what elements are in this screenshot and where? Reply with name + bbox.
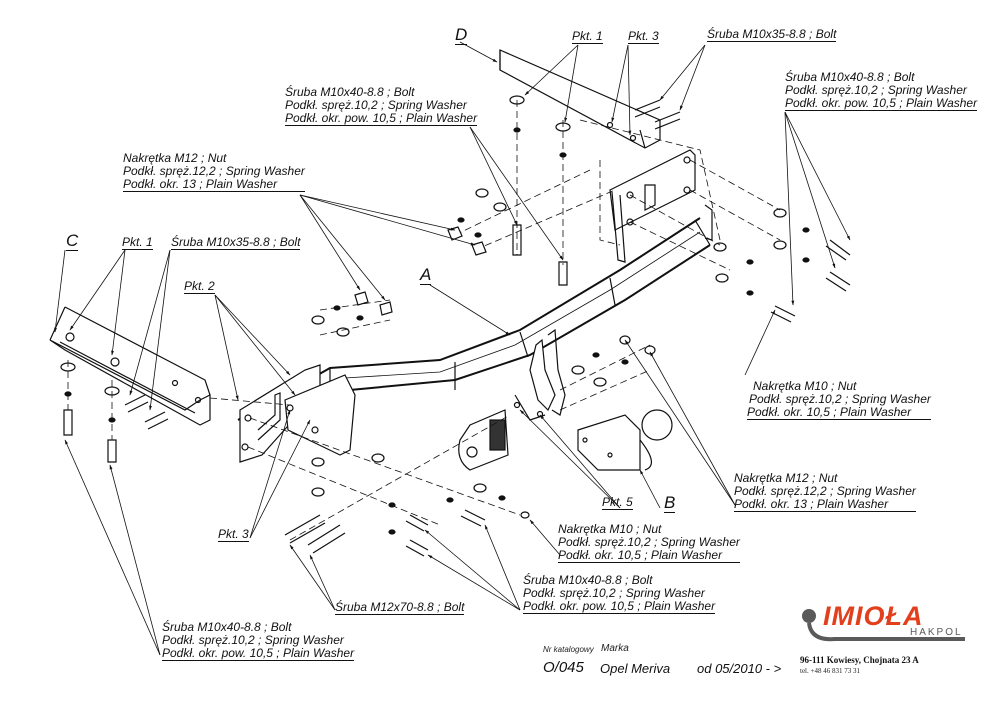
catalog-number: O/045 bbox=[543, 659, 584, 676]
callout-left-bolt-m10x35: Śruba M10x35-8.8 ; Bolt bbox=[171, 235, 301, 250]
point-label-pkt2: Pkt. 2 bbox=[184, 279, 215, 294]
fasteners bbox=[60, 95, 851, 557]
logo-subtitle: HAKPOL bbox=[910, 627, 963, 638]
company-logo: IMIOŁA HAKPOL bbox=[795, 601, 970, 648]
catalog-number-label: Nr katalogowy bbox=[543, 645, 594, 654]
part-label-b: B bbox=[664, 493, 676, 513]
point-label-pkt1-left: Pkt. 1 bbox=[122, 235, 153, 250]
callout-bottom-bolt-m10x40: Śruba M10x40-8.8 ; Bolt Podkł. spręż.10,… bbox=[523, 573, 716, 614]
assembly-axis-lines bbox=[67, 100, 781, 541]
company-address: 96-111 Kowiesy, Chojnata 23 A bbox=[800, 655, 919, 665]
leader-lines bbox=[54, 41, 851, 656]
tow-hook-logo-icon bbox=[802, 609, 965, 642]
vehicle-model: Opel Meriva bbox=[600, 661, 671, 676]
electrical-socket-plate bbox=[458, 409, 509, 471]
callout-bottom-left-bolt-m10x40: Śruba M10x40-8.8 ; Bolt Podkł. spręż.10,… bbox=[162, 620, 355, 661]
production-years: od 05/2010 - > bbox=[697, 661, 782, 676]
callout-bottom-nut-m10: Nakrętka M10 ; Nut Podkł. spręż.10,2 ; S… bbox=[558, 522, 740, 563]
callout-left-nut-m12: Nakrętka M12 ; Nut Podkł. spręż.12,2 ; S… bbox=[123, 151, 305, 192]
socket-bracket bbox=[513, 328, 566, 421]
callout-right-nut-m10: Nakrętka M10 ; Nut Podkł. spręż.10,2 ; S… bbox=[747, 379, 931, 420]
right-mounting-plate bbox=[609, 149, 713, 263]
point-label-pkt5: Pkt. 5 bbox=[602, 495, 633, 510]
left-mounting-plate bbox=[239, 364, 356, 463]
part-label-a: A bbox=[420, 265, 432, 285]
point-label-pkt3-bottom: Pkt. 3 bbox=[218, 527, 249, 542]
callout-top-bolt-m10x35: Śruba M10x35-8.8 ; Bolt bbox=[707, 27, 837, 42]
bracket-c bbox=[49, 306, 211, 426]
tow-ball-b bbox=[577, 409, 673, 471]
logo-wordmark: IMIOŁA bbox=[823, 601, 924, 631]
company-phone: tel. +48 46 831 73 31 bbox=[800, 667, 860, 675]
callout-top-bolt-m10x40: Śruba M10x40-8.8 ; Bolt Podkł. spręż.10,… bbox=[285, 85, 478, 126]
point-label-pkt1-top: Pkt. 1 bbox=[572, 29, 603, 44]
bracket-d bbox=[499, 49, 661, 149]
callout-right-nut-m12: Nakrętka M12 ; Nut Podkł. spręż.12,2 ; S… bbox=[734, 471, 916, 512]
callout-right-bolt-m10x40: Śruba M10x40-8.8 ; Bolt Podkł. spręż.10,… bbox=[785, 70, 978, 111]
brand-label: Marka bbox=[601, 643, 629, 654]
callout-bottom-bolt-m12x70: Śruba M12x70-8.8 ; Bolt bbox=[335, 600, 465, 615]
part-label-d: D bbox=[455, 25, 468, 45]
point-label-pkt3-top: Pkt. 3 bbox=[628, 29, 659, 44]
part-label-c: C bbox=[66, 231, 79, 251]
